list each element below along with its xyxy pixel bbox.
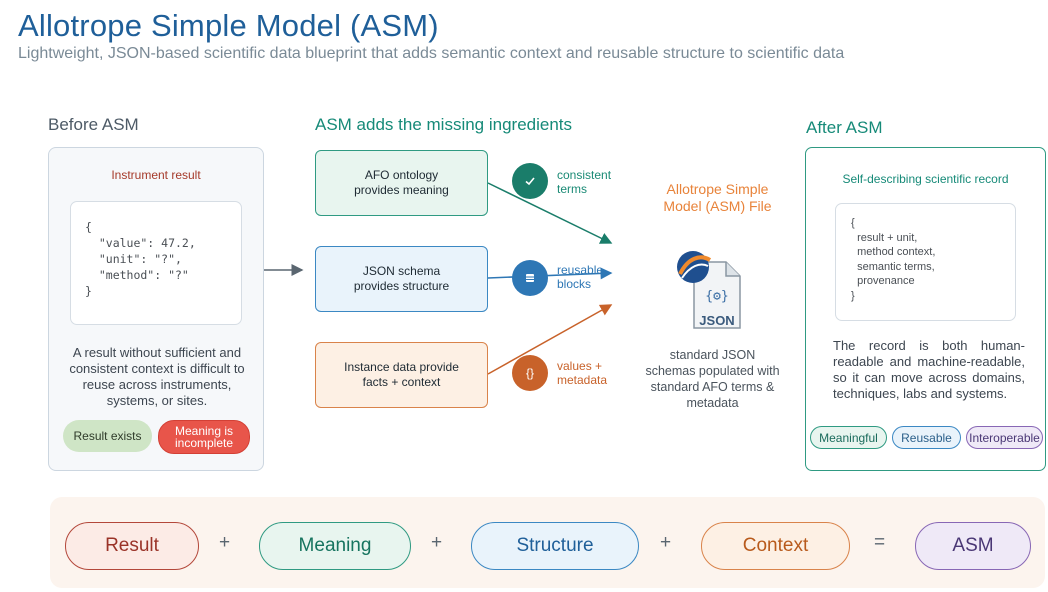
plus-operator: + xyxy=(219,532,231,553)
after-panel: Self-describing scientific record { resu… xyxy=(805,147,1046,471)
equation-asm: ASM xyxy=(915,522,1031,570)
json-file-icon: {⚙} JSON xyxy=(677,251,741,329)
blocks-icon xyxy=(512,260,548,296)
ingredients-heading: ASM adds the missing ingredients xyxy=(315,115,573,134)
page-subtitle: Lightweight, JSON-based scientific data … xyxy=(18,45,845,62)
raw-result-code: { "value": 47.2, "unit": "?", "method": … xyxy=(70,201,242,325)
equation-structure: Structure xyxy=(471,522,639,570)
instrument-result-title: Instrument result xyxy=(111,168,201,182)
before-caption: A result without sufficient and consiste… xyxy=(69,345,245,408)
curly-braces-symbol: {} xyxy=(525,366,534,380)
checkmark-icon xyxy=(512,163,548,199)
svg-text:{⚙}: {⚙} xyxy=(705,289,728,304)
afo-ontology-label: AFO ontology provides meaning xyxy=(354,168,449,197)
equation-meaning: Meaning xyxy=(259,522,411,570)
after-heading: After ASM xyxy=(806,118,883,137)
record-title: Self-describing scientific record xyxy=(842,172,1009,186)
json-schema-label: JSON schema provides structure xyxy=(353,264,450,293)
meaning-incomplete-pill: Meaning is incomplete xyxy=(158,420,250,454)
plus-operator: + xyxy=(660,532,672,553)
asm-file-title: Allotrope Simple Model (ASM) File xyxy=(663,181,772,214)
plus-operator: + xyxy=(431,532,443,553)
consistent-terms-label: consistent terms xyxy=(557,168,612,196)
equation-result: Result xyxy=(65,522,199,570)
before-heading: Before ASM xyxy=(48,115,139,134)
instance-data-label: Instance data provide facts + context xyxy=(344,360,459,389)
equals-operator: = xyxy=(874,532,886,553)
meaningful-pill: Meaningful xyxy=(810,426,887,449)
equation-context: Context xyxy=(701,522,850,570)
asm-file-caption: standard JSON schemas populated with sta… xyxy=(645,348,780,410)
curly-braces-icon: {} xyxy=(512,355,548,391)
reusable-blocks-label: reusable blocks xyxy=(557,263,604,291)
page-title: Allotrope Simple Model (ASM) xyxy=(18,8,439,43)
record-contents: { result + unit, method context, semanti… xyxy=(835,203,1016,321)
before-panel: Instrument result { "value": 47.2, "unit… xyxy=(48,147,264,471)
after-caption: The record is both human-readable and ma… xyxy=(833,338,1025,401)
afo-ontology-box: AFO ontology provides meaning xyxy=(315,150,488,216)
reusable-pill: Reusable xyxy=(892,426,961,449)
values-metadata-label: values + metadata xyxy=(557,359,608,387)
json-icon-label: JSON xyxy=(699,313,734,328)
instance-data-box: Instance data provide facts + context xyxy=(315,342,488,408)
json-schema-box: JSON schema provides structure xyxy=(315,246,488,312)
interoperable-pill: Interoperable xyxy=(966,426,1043,449)
result-exists-pill: Result exists xyxy=(63,420,152,452)
